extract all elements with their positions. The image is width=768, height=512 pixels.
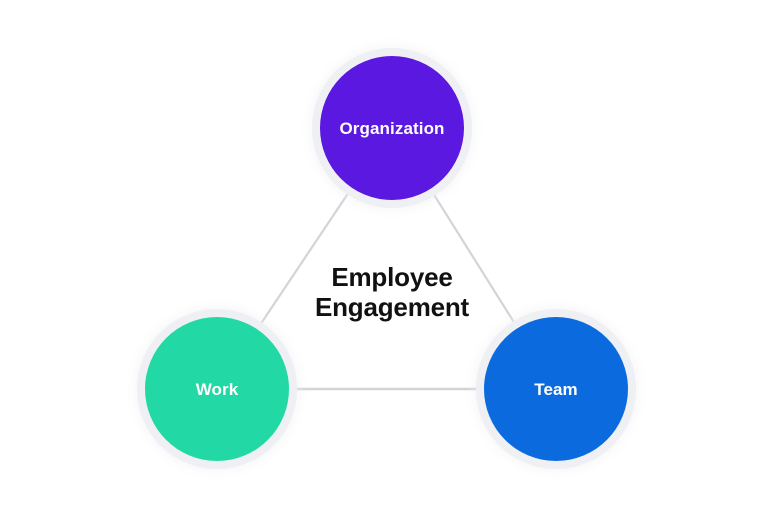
node-organization-label: Organization: [339, 118, 445, 138]
center-title: Employee Engagement: [266, 262, 518, 323]
node-work[interactable]: Work: [145, 317, 289, 461]
node-team-label: Team: [534, 379, 578, 399]
node-organization[interactable]: Organization: [320, 56, 464, 200]
center-title-line-2: Engagement: [314, 292, 470, 323]
node-team[interactable]: Team: [484, 317, 628, 461]
node-work-label: Work: [195, 379, 239, 399]
center-title-line-1: Employee: [331, 262, 453, 292]
